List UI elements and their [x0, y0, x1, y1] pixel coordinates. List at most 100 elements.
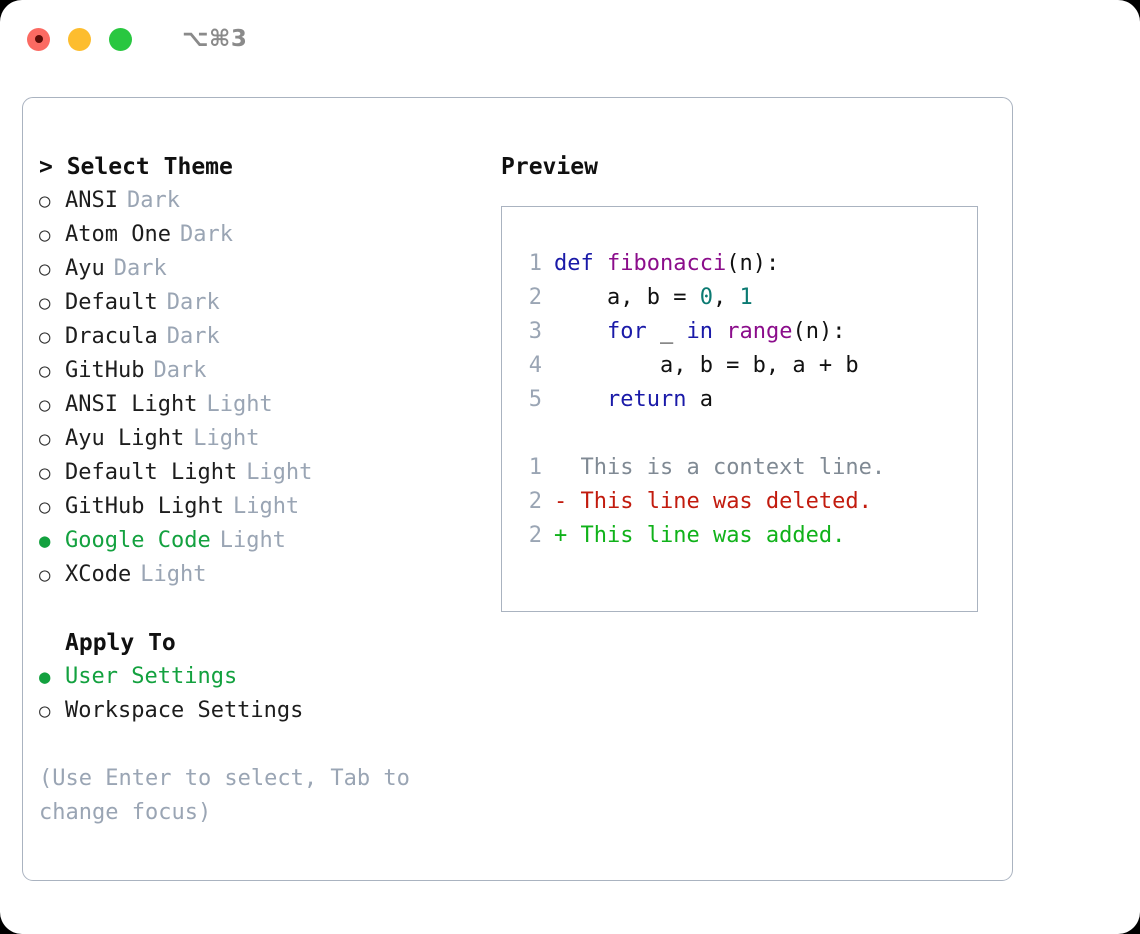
apply-to-option-label: Workspace Settings — [65, 698, 304, 723]
code-token-plain: _ — [646, 319, 687, 344]
theme-option-label: Google Code — [65, 528, 211, 553]
diff-marker — [554, 455, 567, 480]
theme-variant-tag: Light — [140, 562, 207, 587]
theme-variant-tag: Dark — [179, 222, 233, 247]
code-token-num: 0 — [699, 285, 713, 310]
minimize-window-button[interactable] — [68, 27, 91, 51]
code-diff-spacer — [502, 417, 977, 451]
code-line: 2 a, b = 0, 1 — [502, 281, 977, 315]
diff-line-text: + This line was added. — [554, 519, 845, 553]
theme-variant-tag: Light — [246, 460, 313, 485]
apply-to-option-label: User Settings — [65, 664, 238, 689]
code-line-number: 2 — [528, 285, 542, 310]
code-token-plain: a — [686, 387, 713, 412]
code-token-plain: , — [712, 285, 740, 310]
theme-option-label: Default — [65, 290, 158, 315]
radio-unselected-icon: ○ — [39, 564, 51, 586]
code-token-plain — [713, 319, 726, 344]
diff-text: This line was deleted. — [567, 489, 872, 514]
diff-line-text: - This line was deleted. — [554, 485, 872, 519]
theme-option-label: ANSI Light — [65, 392, 198, 417]
code-token-plain — [554, 319, 607, 344]
keyboard-shortcut-label: ⌥⌘3 — [182, 26, 248, 52]
radio-unselected-icon: ○ — [39, 394, 51, 416]
theme-option-label: Default Light — [65, 460, 238, 485]
code-token-fn: fibonacci — [606, 251, 727, 276]
theme-variant-tag: Light — [232, 494, 300, 519]
theme-variant-tag: Light — [193, 426, 260, 451]
theme-option-atom-one[interactable]: ○ Atom One Dark — [39, 218, 509, 252]
theme-option-github-light[interactable]: ○ GitHub Light Light — [39, 490, 509, 524]
theme-option-label: Atom One — [65, 222, 171, 247]
diff-text: This is a context line. — [567, 455, 886, 480]
theme-option-ayu-light[interactable]: ○ Ayu Light Light — [39, 422, 509, 456]
code-line-text: def fibonacci(n): — [554, 247, 779, 281]
theme-variant-tag: Dark — [166, 290, 220, 315]
apply-to-list[interactable]: ● User Settings ○ Workspace Settings — [39, 660, 509, 728]
theme-option-label: GitHub Light — [65, 494, 224, 519]
code-token-plain — [554, 387, 607, 412]
radio-unselected-icon: ○ — [39, 462, 51, 484]
title-bar: ⌥⌘3 — [0, 0, 1140, 78]
radio-unselected-icon: ○ — [39, 360, 51, 382]
diff-line: 1 This is a context line. — [502, 451, 977, 485]
apply-to-heading: Apply To — [65, 630, 176, 656]
close-window-button[interactable] — [27, 27, 50, 51]
code-line-text: a, b = 0, 1 — [554, 281, 753, 315]
theme-option-ansi-light[interactable]: ○ ANSI Light Light — [39, 388, 509, 422]
diff-line-number: 2 — [528, 489, 542, 514]
radio-unselected-icon: ○ — [39, 224, 51, 246]
code-token-plain: a, b = b, a + b — [554, 353, 859, 378]
theme-option-label: Ayu Light — [65, 426, 185, 451]
theme-option-github[interactable]: ○ GitHub Dark — [39, 354, 509, 388]
theme-variant-tag: Dark — [113, 256, 167, 281]
theme-option-label: Dracula — [65, 324, 158, 349]
code-line: 4 a, b = b, a + b — [502, 349, 977, 383]
theme-option-default-light[interactable]: ○ Default Light Light — [39, 456, 509, 490]
theme-variant-tag: Light — [206, 392, 273, 417]
keyboard-hint-text: (Use Enter to select, Tab to change focu… — [39, 766, 424, 825]
theme-variant-tag: Dark — [153, 358, 207, 383]
apply-to-option-user-settings[interactable]: ● User Settings — [39, 660, 509, 694]
code-line-number: 4 — [528, 353, 542, 378]
code-token-kw: for — [606, 319, 647, 344]
diff-marker: - — [554, 489, 568, 514]
code-line-text: for _ in range(n): — [554, 315, 845, 349]
code-token-plain: (n): — [726, 251, 780, 276]
diff-line-text: This is a context line. — [554, 451, 885, 485]
theme-option-label: GitHub — [65, 358, 145, 383]
radio-selected-icon: ● — [39, 666, 51, 688]
radio-unselected-icon: ○ — [39, 292, 51, 314]
select-theme-heading: > Select Theme — [39, 154, 233, 180]
radio-unselected-icon: ○ — [39, 496, 51, 518]
theme-option-label: Ayu — [65, 256, 105, 281]
code-token-kw: return — [606, 387, 687, 412]
maximize-window-button[interactable] — [109, 27, 132, 51]
code-token-kw: in — [686, 319, 713, 344]
theme-variant-tag: Dark — [126, 188, 180, 213]
diff-line-number: 1 — [528, 455, 542, 480]
diff-marker: + — [554, 523, 568, 548]
diff-line-number: 2 — [528, 523, 542, 548]
code-line-number: 3 — [528, 319, 542, 344]
code-token-plain: (n): — [792, 319, 846, 344]
apply-to-option-workspace-settings[interactable]: ○ Workspace Settings — [39, 694, 509, 728]
theme-variant-tag: Dark — [166, 324, 220, 349]
radio-unselected-icon: ○ — [39, 428, 51, 450]
diff-sample: 1 This is a context line.2- This line wa… — [502, 451, 977, 553]
theme-variant-tag: Light — [219, 528, 286, 553]
theme-option-default[interactable]: ○ Default Dark — [39, 286, 509, 320]
radio-unselected-icon: ○ — [39, 700, 51, 722]
